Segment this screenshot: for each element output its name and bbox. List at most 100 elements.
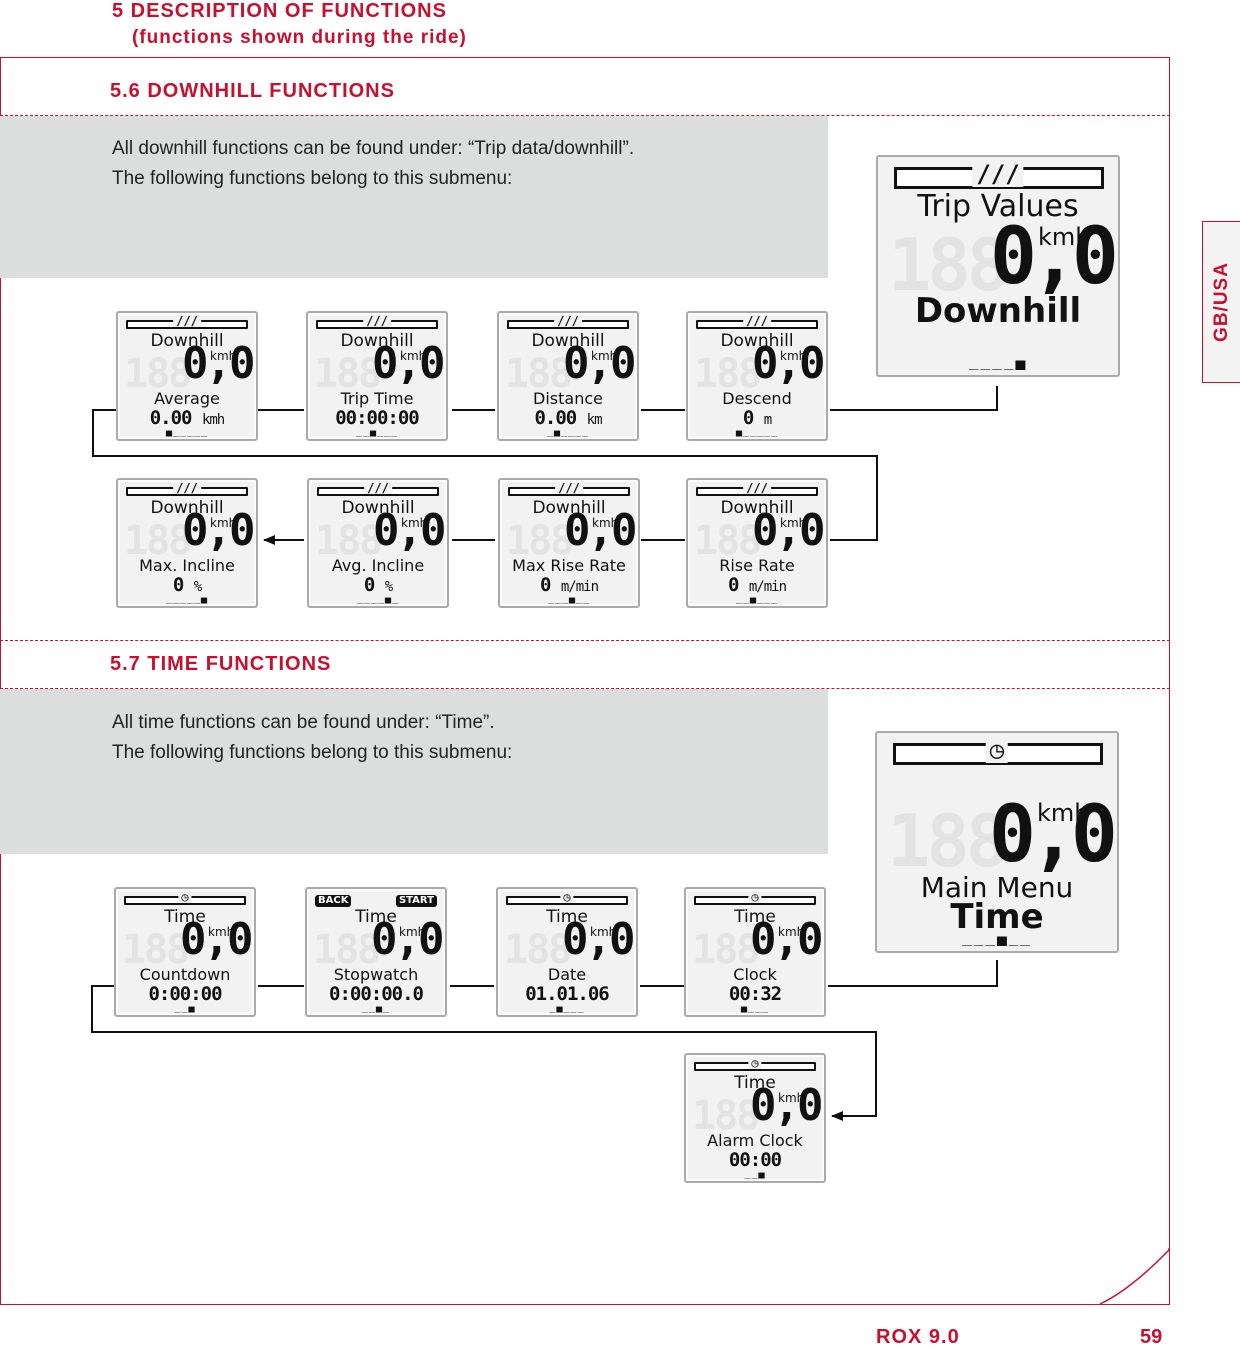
lcd-value-number: 00:32 (728, 983, 782, 1005)
lcd-value: 0:00:00.0 (307, 983, 445, 1005)
intro-panel-time (0, 689, 828, 854)
lcd-speed: 0,0 (989, 790, 1117, 880)
lcd-label: Date (547, 965, 587, 984)
start-chip: START (395, 895, 437, 907)
slope-icon: /// (363, 315, 391, 327)
lcd-speed: 0,0 (564, 505, 638, 556)
lcd-unit: kmh (778, 925, 805, 939)
lcd-value-unit: % (193, 579, 203, 595)
lcd-value-unit: m/min (560, 579, 599, 595)
lcd-heading: Time (355, 907, 397, 927)
lcd-value: 0 m/min (688, 574, 826, 596)
lcd-unit: kmh (400, 349, 427, 363)
intro-panel-downhill (0, 116, 828, 278)
lcd-value-number: 0 (363, 574, 375, 596)
lcd-heading: Downhill (720, 331, 794, 351)
lcd-unit: kmh (1038, 223, 1091, 251)
lcd-speed: 0,0 (373, 505, 447, 556)
lcd-value: 0 m (688, 407, 826, 429)
lcd-value-number: 0 (539, 574, 551, 596)
clock-icon: ◷ (178, 891, 192, 903)
lcd-unit: kmh (208, 925, 235, 939)
lcd-label: Downhill (914, 291, 1082, 331)
intro-text-time: All time functions can be found under: “… (112, 708, 512, 768)
lcd-value-number: 01.01.06 (525, 983, 610, 1005)
slope-icon: /// (743, 315, 771, 327)
lcd-label: Max Rise Rate (512, 556, 626, 575)
page-header-subtitle: (functions shown during the ride) (132, 27, 467, 48)
lcd-label: Clock (733, 965, 777, 984)
lcd-value-number: 00:00 (728, 1149, 782, 1171)
lcd-value-number: 0 (172, 574, 184, 596)
lcd-heading: Downhill (720, 498, 794, 518)
lcd-value-number: 0.00 (534, 407, 577, 429)
lcd-speed: 0,0 (750, 914, 824, 965)
lcd-unit: kmh (399, 925, 426, 939)
clock-icon: ◷ (985, 737, 1009, 763)
divider (0, 688, 1170, 689)
lcd-heading: Time (734, 907, 776, 927)
lcd-value-unit: kmh (201, 412, 225, 428)
section-title-time: 5.7 TIME FUNCTIONS (110, 653, 332, 675)
slope-icon: /// (364, 482, 392, 494)
lcd-value: 01.01.06 (498, 983, 636, 1005)
slope-icon: /// (972, 161, 1024, 187)
content-frame (0, 57, 1170, 1305)
lcd-unit: kmh (401, 516, 428, 530)
lcd-menu-trip-values: /// 188 Trip Values 0,0 kmh Downhill ___… (876, 155, 1120, 377)
lcd-heading: Main Menu (920, 871, 1074, 904)
lcd-value: 0 % (118, 574, 256, 596)
lcd-heading: Downhill (531, 331, 605, 351)
lcd-speed: 0,0 (562, 914, 636, 965)
lcd-value: 00:00:00 (308, 407, 446, 429)
lcd-heading: Downhill (150, 331, 224, 351)
lcd-speed: 0,0 (371, 914, 445, 965)
intro-text-downhill: All downhill functions can be found unde… (112, 134, 634, 194)
footer-model: ROX 9.0 (876, 1326, 960, 1348)
lcd-speed: 0,0 (752, 505, 826, 556)
slope-icon: /// (554, 315, 582, 327)
intro-line: The following functions belong to this s… (112, 742, 513, 763)
lcd-heading: Time (164, 907, 206, 927)
lcd-menu-main-menu: ◷ 188 0,0 kmh Main Menu Time ___▄__ (875, 731, 1119, 953)
section-title-downhill: 5.6 DOWNHILL FUNCTIONS (110, 80, 395, 102)
lcd-value-number: 0 (742, 407, 754, 429)
lcd-value: 0.00 km (499, 407, 637, 429)
lcd-speed: 0,0 (752, 338, 826, 389)
lcd-unit: kmh (590, 925, 617, 939)
clock-icon: ◷ (748, 891, 762, 903)
lcd-speed: 0,0 (563, 338, 637, 389)
lcd-heading: Time (734, 1073, 776, 1093)
intro-line: The following functions belong to this s… (112, 168, 513, 189)
language-tab: GB/USA (1202, 221, 1240, 383)
lcd-label: Trip Time (340, 389, 414, 408)
slope-icon: /// (555, 482, 583, 494)
page-number: 59 (1140, 1326, 1163, 1348)
clock-icon: ◷ (560, 891, 574, 903)
lcd-value-number: 0 (727, 574, 739, 596)
lcd-value-unit: m/min (748, 579, 787, 595)
divider (0, 640, 1170, 641)
lcd-heading: Time (546, 907, 588, 927)
language-tab-label: GB/USA (1210, 262, 1232, 342)
lcd-speed: 0,0 (182, 338, 256, 389)
lcd-label: Time (950, 897, 1044, 937)
lcd-value-number: 0.00 (149, 407, 193, 429)
lcd-speed: 0,0 (180, 914, 254, 965)
intro-line: All time functions can be found under: “… (112, 712, 495, 733)
slope-icon: /// (173, 482, 201, 494)
intro-line: All downhill functions can be found unde… (112, 138, 635, 159)
lcd-speed: 0,0 (990, 212, 1118, 302)
lcd-label: Rise Rate (719, 556, 795, 575)
